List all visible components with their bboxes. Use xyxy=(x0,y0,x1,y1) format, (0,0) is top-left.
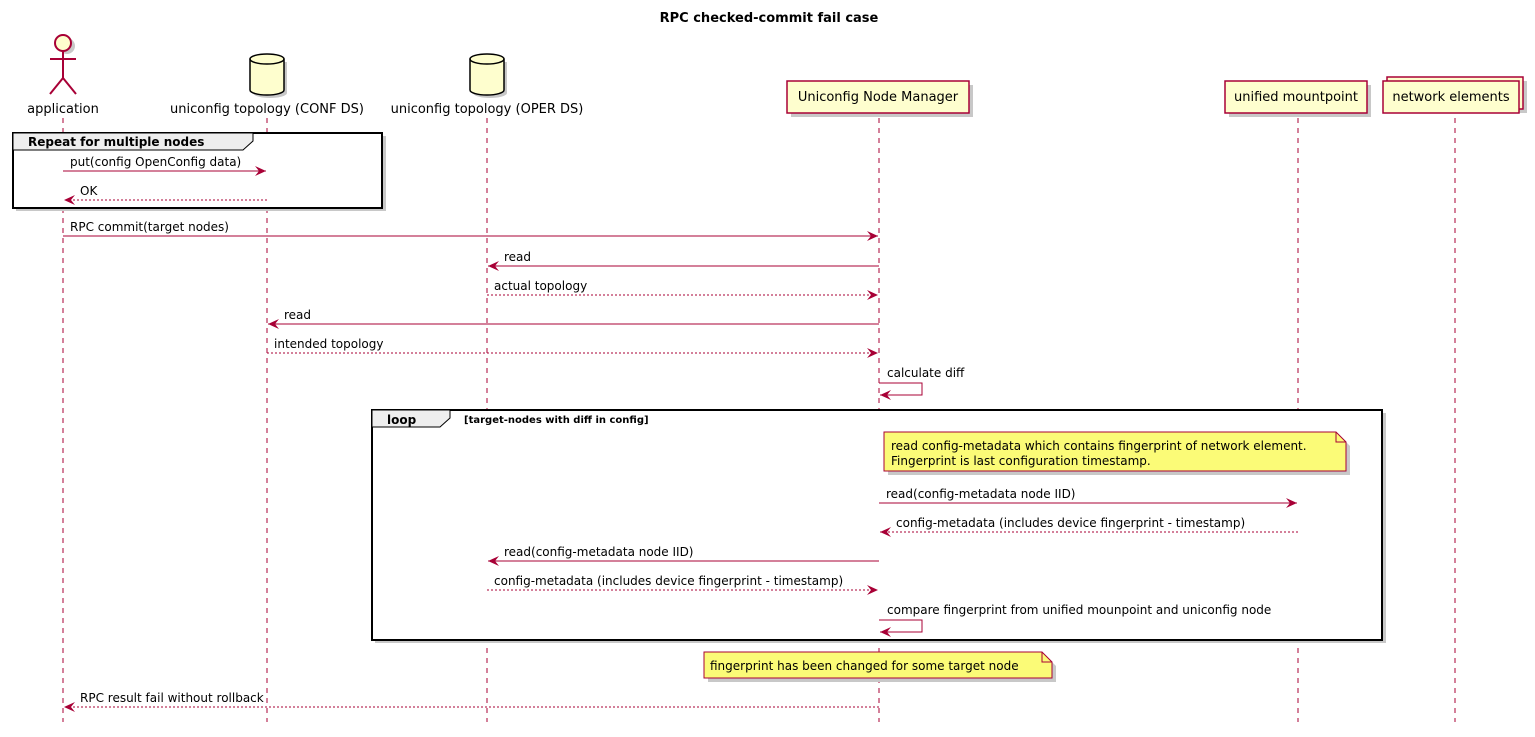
participant-conf-ds: uniconfig topology (CONF DS) xyxy=(170,53,364,117)
database-icon xyxy=(249,53,287,98)
group-label: Repeat for multiple nodes xyxy=(28,135,204,149)
loop-keyword: loop xyxy=(387,413,417,427)
note-box xyxy=(703,651,1053,679)
participant-node-manager: Uniconfig Node Manager xyxy=(786,80,973,117)
message-label: RPC commit(target nodes) xyxy=(70,220,229,234)
message-label: intended topology xyxy=(274,337,383,351)
message: read(config-metadata node IID) xyxy=(488,545,879,566)
message-label: RPC result fail without rollback xyxy=(80,691,264,705)
note-text: fingerprint has been changed for some ta… xyxy=(710,659,1019,673)
participant-application: application xyxy=(27,34,99,117)
self-message-arrow xyxy=(879,619,923,637)
group-header xyxy=(12,132,254,151)
message: read(config-metadata node IID) xyxy=(879,487,1297,508)
loop-condition: [target-nodes with diff in config] xyxy=(464,415,649,426)
group-repeat: Repeat for multiple nodes xyxy=(12,132,386,211)
message: RPC result fail without rollback xyxy=(64,691,879,712)
message: compare fingerprint from unified mounpoi… xyxy=(879,603,1271,637)
message-label: actual topology xyxy=(494,279,587,293)
message: read xyxy=(268,308,879,329)
message-label: read(config-metadata node IID) xyxy=(504,545,694,559)
participant-box xyxy=(786,80,970,114)
loop-header xyxy=(371,409,451,428)
participant-oper-ds: uniconfig topology (OPER DS) xyxy=(391,53,584,117)
participant-box xyxy=(1224,80,1368,114)
participant-label: uniconfig topology (OPER DS) xyxy=(391,102,584,117)
participant-unified-mountpoint: unified mountpoint xyxy=(1224,80,1371,117)
self-message-arrow xyxy=(879,382,923,400)
message-label: put(config OpenConfig data) xyxy=(70,155,241,169)
message-label: calculate diff xyxy=(887,366,965,380)
participant-label: application xyxy=(27,102,99,117)
participant-label: unified mountpoint xyxy=(1234,90,1358,105)
message-label: config-metadata (includes device fingerp… xyxy=(494,574,843,588)
note-box xyxy=(883,431,1347,472)
participant-label: network elements xyxy=(1392,90,1510,105)
message: config-metadata (includes device fingerp… xyxy=(487,574,878,595)
diagram-title: RPC checked-commit fail case xyxy=(660,11,879,26)
message: read xyxy=(488,250,879,271)
participant-label: Uniconfig Node Manager xyxy=(798,90,959,105)
message-label: read(config-metadata node IID) xyxy=(886,487,1076,501)
note-fingerprint-changed: fingerprint has been changed for some ta… xyxy=(703,651,1056,682)
message: RPC commit(target nodes) xyxy=(63,220,878,241)
database-icon xyxy=(469,53,507,98)
message-label: read xyxy=(284,308,311,322)
message: calculate diff xyxy=(879,366,965,400)
participant-label: uniconfig topology (CONF DS) xyxy=(170,102,364,117)
message-label: compare fingerprint from unified mounpoi… xyxy=(887,603,1271,617)
actor-icon xyxy=(49,34,77,95)
message: put(config OpenConfig data) xyxy=(63,155,266,176)
message-label: OK xyxy=(80,184,98,198)
note-line-2: Fingerprint is last configuration timest… xyxy=(891,454,1151,468)
note-line-1: read config-metadata which contains fing… xyxy=(891,439,1307,453)
participant-network-elements: network elements xyxy=(1382,76,1527,114)
message: OK xyxy=(64,184,267,205)
participant-box xyxy=(1382,80,1520,114)
message-label: config-metadata (includes device fingerp… xyxy=(896,516,1245,530)
message: intended topology xyxy=(267,337,878,358)
messages: put(config OpenConfig data) OK RPC commit(… xyxy=(63,155,1298,712)
message: config-metadata (includes device fingerp… xyxy=(880,516,1298,537)
message-label: read xyxy=(504,250,531,264)
note-fingerprint-info: read config-metadata which contains fing… xyxy=(883,431,1350,475)
message: actual topology xyxy=(487,279,878,300)
